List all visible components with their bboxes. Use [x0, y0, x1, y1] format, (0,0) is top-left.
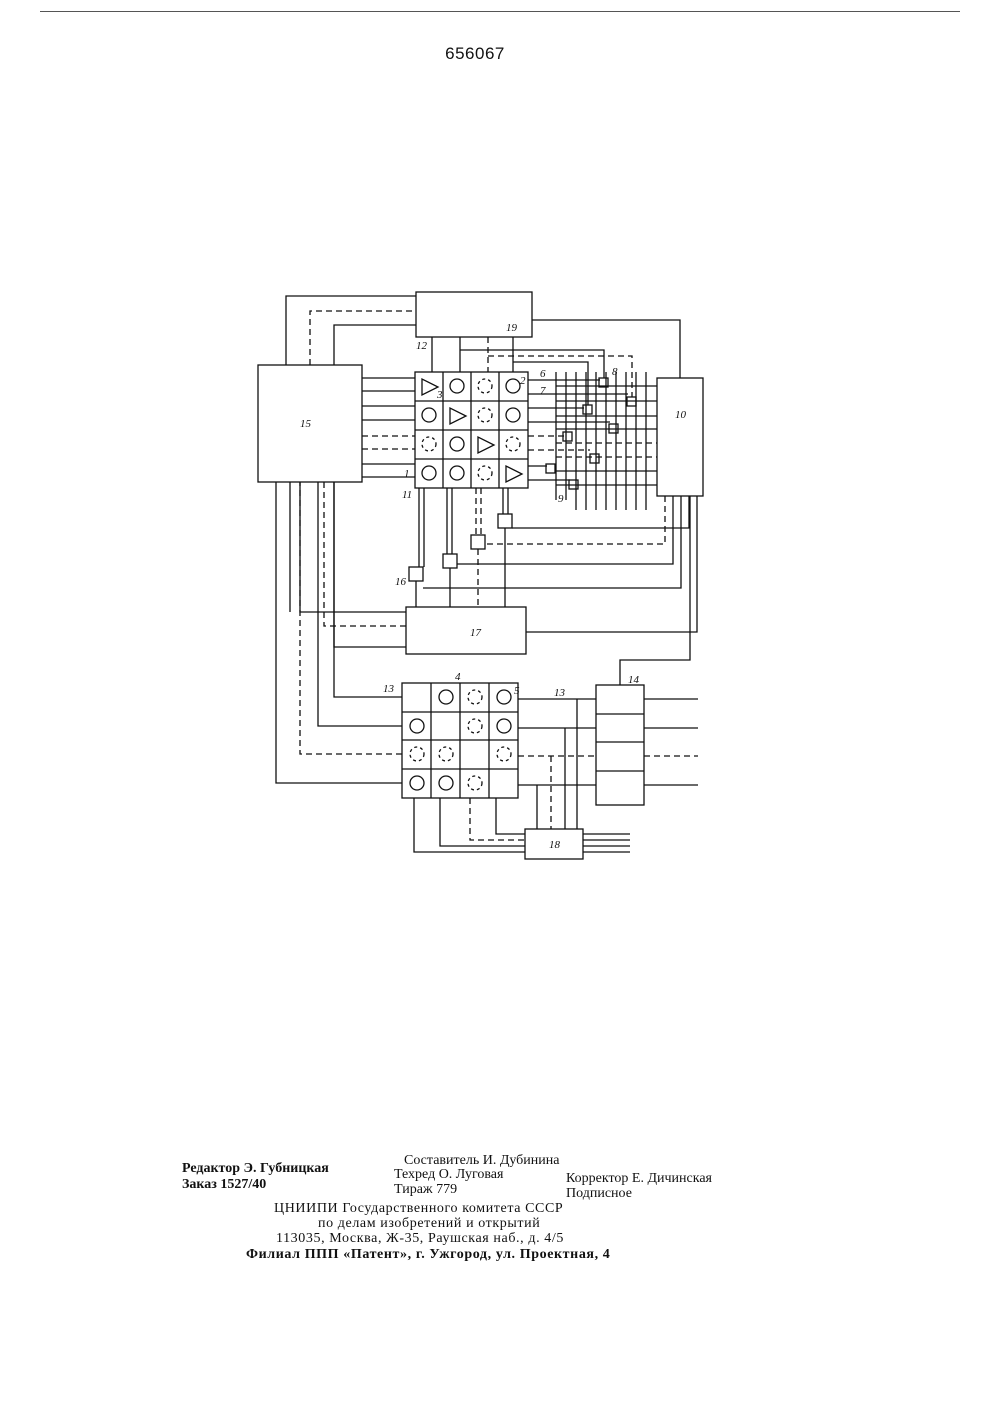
- label-4: 4: [455, 671, 461, 683]
- label-17: 17: [470, 627, 482, 639]
- label-14: 14: [628, 674, 640, 686]
- corrector-line: Корректор Е. Дичинская: [566, 1171, 712, 1187]
- branch-line: Филиал ППП «Патент», г. Ужгород, ул. Про…: [246, 1247, 610, 1263]
- label-10: 10: [675, 409, 687, 421]
- label-2: 2: [520, 375, 526, 387]
- triangle-element: [506, 466, 522, 482]
- block-10: [657, 378, 703, 496]
- label-5: 5: [514, 685, 520, 697]
- label-6: 6: [540, 368, 546, 380]
- techred-line: Техред О. Луговая: [394, 1167, 503, 1183]
- label-13-right: 13: [554, 687, 566, 699]
- label-9: 9: [558, 493, 564, 505]
- circulation-line: Тираж 779: [394, 1182, 457, 1198]
- label-11: 11: [402, 489, 412, 501]
- label-12: 12: [416, 340, 428, 352]
- triangle-element: [478, 437, 494, 453]
- triangle-element: [422, 379, 438, 395]
- label-19: 19: [506, 322, 518, 334]
- label-18: 18: [549, 839, 561, 851]
- matrix-grid-bottom: [402, 683, 518, 798]
- label-7: 7: [540, 385, 546, 397]
- label-8: 8: [612, 366, 618, 378]
- label-1: 1: [404, 468, 410, 480]
- block-14: [596, 685, 644, 805]
- address-line: 113035, Москва, Ж-35, Раушская наб., д. …: [276, 1231, 564, 1247]
- order-line: Заказ 1527/40: [182, 1177, 266, 1193]
- org-line-1: ЦНИИПИ Государственного комитета СССР: [274, 1201, 563, 1217]
- org-line-2: по делам изобретений и открытий: [318, 1216, 540, 1232]
- block-17: [406, 607, 526, 654]
- label-13-left: 13: [383, 683, 395, 695]
- editor-line: Редактор Э. Губницкая: [182, 1161, 329, 1177]
- subscription-line: Подписное: [566, 1186, 632, 1202]
- block-16: [409, 567, 423, 581]
- label-16: 16: [395, 576, 407, 588]
- label-15: 15: [300, 418, 312, 430]
- label-3: 3: [436, 389, 443, 401]
- triangle-element: [450, 408, 466, 424]
